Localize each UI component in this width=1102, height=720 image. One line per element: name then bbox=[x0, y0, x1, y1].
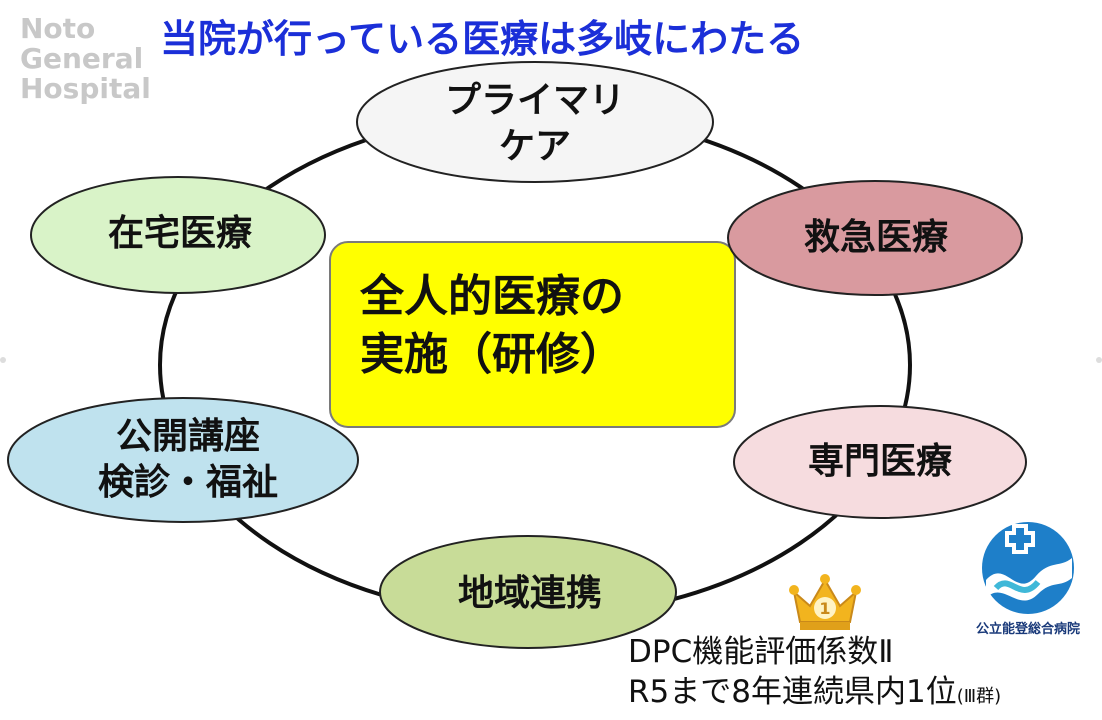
node-lectures-shape bbox=[7, 397, 359, 523]
watermark-line-2: General bbox=[20, 42, 144, 75]
dpc-line-2-note: (Ⅲ群) bbox=[956, 686, 1002, 707]
node-lectures-line-2: 検診・福祉 bbox=[97, 462, 279, 503]
watermark-line-1: Noto bbox=[20, 12, 96, 45]
slide-title: 当院が行っている医療は多岐にわたる bbox=[160, 17, 805, 61]
node-community-shape bbox=[379, 535, 677, 649]
node-specialty-shape bbox=[733, 405, 1027, 519]
center-label-line-2: 実施（研修） bbox=[360, 329, 624, 380]
node-specialty: 専門医療 bbox=[808, 439, 952, 485]
center-label: 全人的医療の 実施（研修） bbox=[360, 268, 720, 384]
dpc-line-2: R5まで8年連続県内1位(Ⅲ群) bbox=[628, 672, 1001, 717]
node-community-line-1: 地域連携 bbox=[457, 573, 603, 614]
node-home-care: 在宅医療 bbox=[108, 211, 252, 257]
crown-icon: 1 bbox=[788, 572, 862, 638]
dpc-line-1: DPC機能評価係数Ⅱ bbox=[628, 634, 894, 670]
node-specialty-line-1: 専門医療 bbox=[807, 441, 953, 482]
node-primary-care-line-2: ケア bbox=[498, 126, 572, 167]
node-primary-care-line-1: プライマリ bbox=[444, 80, 626, 121]
slide-handle-right bbox=[1096, 357, 1102, 363]
node-emergency: 救急医療 bbox=[804, 215, 948, 261]
hospital-logo-name: 公立能登総合病院 bbox=[975, 622, 1080, 637]
slide-handle-left bbox=[0, 357, 6, 363]
node-emergency-line-1: 救急医療 bbox=[803, 217, 949, 258]
center-box bbox=[329, 241, 736, 428]
node-lectures: 公開講座 検診・福祉 bbox=[98, 414, 278, 506]
node-community: 地域連携 bbox=[458, 571, 602, 617]
node-primary-care-shape bbox=[356, 61, 714, 183]
node-lectures-line-1: 公開講座 bbox=[115, 416, 261, 457]
hospital-logo: 公立能登総合病院 bbox=[972, 518, 1084, 637]
dpc-line-2-main: R5まで8年連続県内1位 bbox=[628, 674, 957, 710]
watermark-line-3: Hospital bbox=[20, 72, 151, 105]
node-home-care-shape bbox=[30, 176, 326, 294]
center-label-line-1: 全人的医療の bbox=[360, 271, 624, 322]
node-home-care-line-1: 在宅医療 bbox=[107, 213, 253, 254]
hospital-logo-icon bbox=[982, 522, 1074, 614]
crown-rank: 1 bbox=[819, 599, 830, 618]
hospital-watermark: Noto General Hospital bbox=[20, 14, 151, 104]
node-emergency-shape bbox=[727, 180, 1023, 296]
node-primary-care: プライマリ ケア bbox=[445, 78, 625, 170]
dpc-note: DPC機能評価係数Ⅱ R5まで8年連続県内1位(Ⅲ群) bbox=[628, 632, 1001, 717]
